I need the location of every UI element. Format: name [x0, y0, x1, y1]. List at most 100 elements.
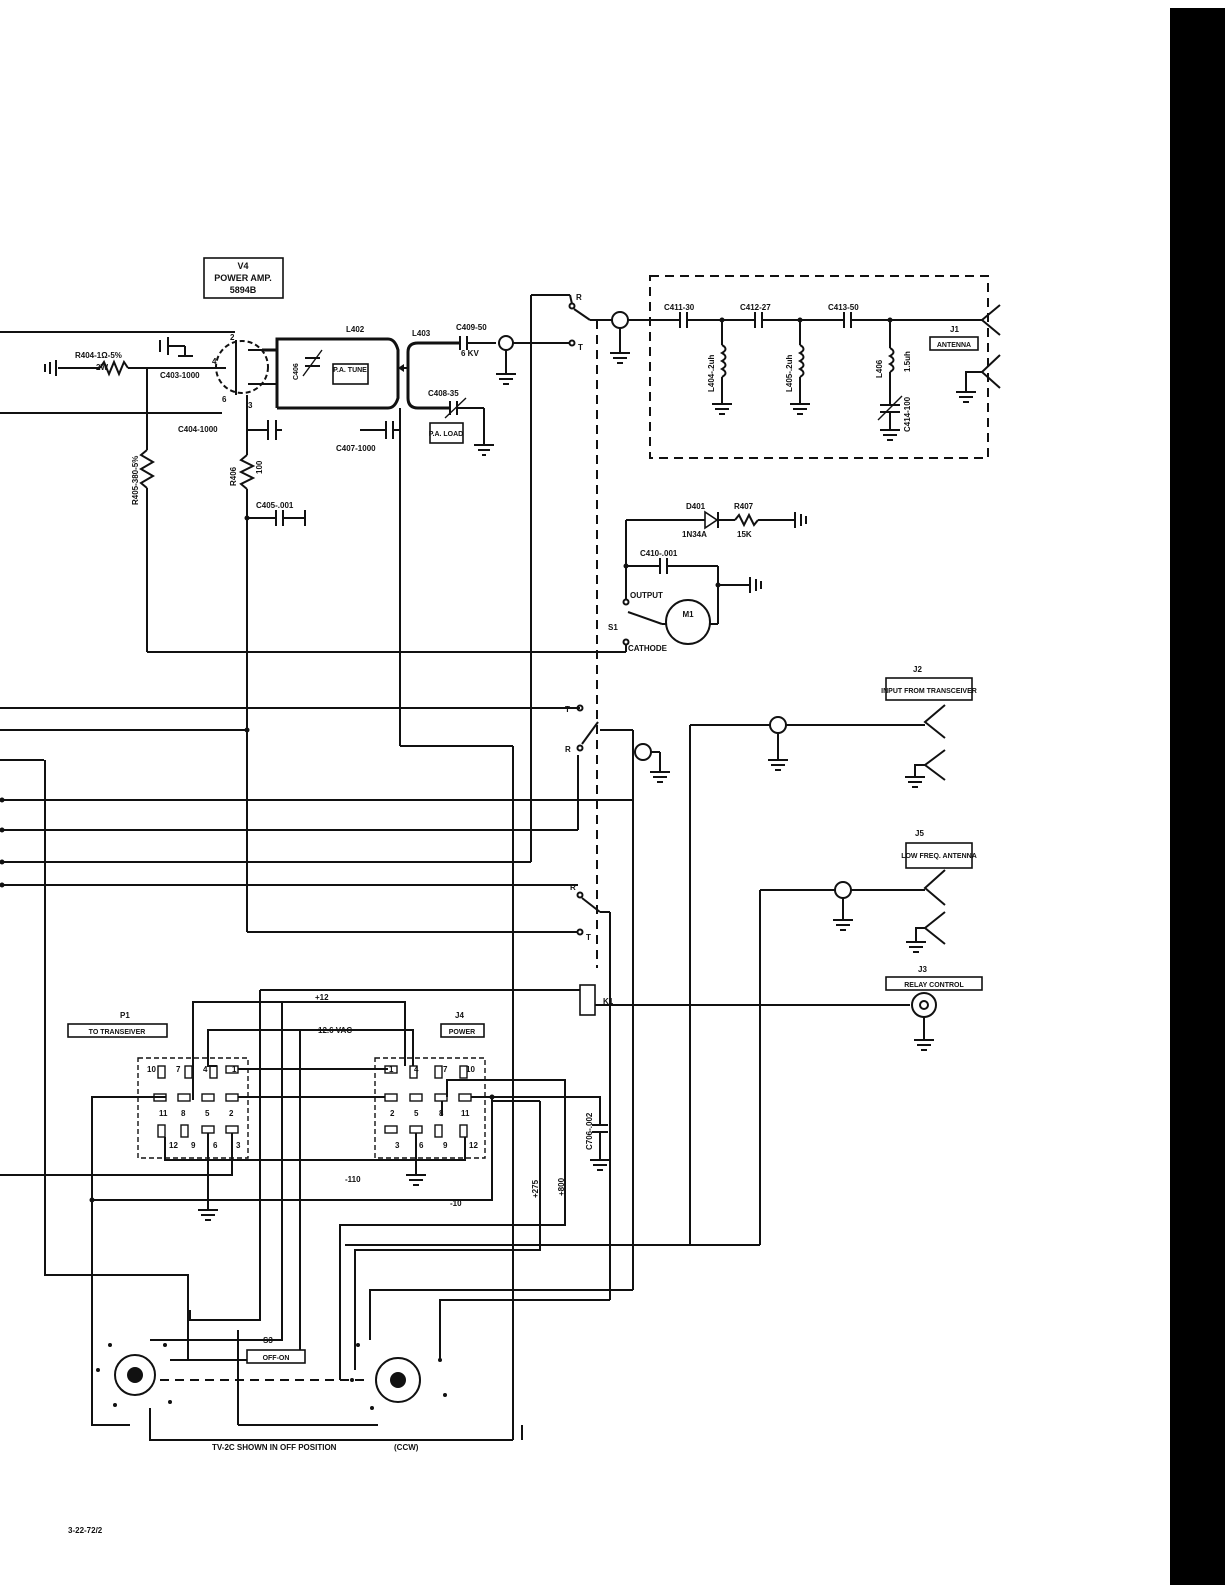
c412-label: C412-27	[740, 303, 771, 312]
r406-value: 100	[255, 460, 264, 474]
v4-tube-envelope	[215, 340, 269, 394]
p1-pin-3: 3	[236, 1141, 241, 1150]
j4-label: J4	[455, 1011, 464, 1020]
j4-pin-2: 2	[390, 1109, 395, 1118]
d401-type: 1N34A	[682, 530, 707, 539]
m1-meter	[665, 599, 711, 645]
c414-label: C414-100	[903, 396, 912, 432]
coax-c409	[498, 335, 514, 351]
c408-label: C408-35	[428, 389, 459, 398]
j4-pin-7: 7	[443, 1065, 448, 1074]
rail-minus10: -10	[450, 1199, 462, 1208]
c409-voltage: 6 KV	[461, 349, 479, 358]
r407-value: 15K	[737, 530, 752, 539]
v4-label-box	[203, 257, 284, 299]
p1-pin-11: 11	[159, 1109, 168, 1118]
p1-pin-7: 7	[176, 1065, 181, 1074]
coax-filter-input	[611, 311, 629, 329]
j1-label: J1	[950, 325, 959, 334]
p1-connector-block	[137, 1057, 249, 1159]
relay-t-3: T	[586, 933, 591, 942]
s3-box	[246, 1349, 306, 1364]
d401-label: D401	[686, 502, 706, 511]
v4-type: 5894B	[230, 285, 257, 295]
v4-pin-6: 6	[222, 395, 227, 404]
p1-pin-2: 2	[229, 1109, 234, 1118]
l404-coil	[719, 344, 727, 378]
j1-connector	[980, 304, 1001, 336]
coax-j2	[769, 716, 787, 734]
j4-connector-block	[374, 1057, 486, 1159]
j2-box-label: INPUT FROM TRANSCEIVER	[881, 688, 977, 695]
v4-power-amp-section: V4 POWER AMP. 5894B R404-1Ω-5% 2W 2 4 6 …	[0, 257, 570, 1440]
scan-edge-black-bar	[1170, 8, 1225, 1585]
power-connectors-section: P1 TO TRANSEIVER J4 POWER 10 7 4 1 11 8 …	[0, 760, 760, 1441]
r404-watt: 2W	[96, 363, 108, 372]
j5-connector	[923, 869, 946, 906]
v4-ref: V4	[237, 261, 248, 271]
output-label: OUTPUT	[630, 591, 663, 600]
s3-box-label: OFF-ON	[263, 1355, 290, 1362]
p1-label: P1	[120, 1011, 130, 1020]
c706-label: C706-.002	[585, 1112, 594, 1150]
pa-tune-box	[332, 363, 369, 385]
j3-connector	[911, 992, 937, 1018]
j4-pin-9: 9	[443, 1141, 448, 1150]
l406-value: 1.5uh	[903, 351, 912, 372]
v4-pin-3: 3	[248, 401, 253, 410]
j4-box-label: POWER	[449, 1029, 475, 1036]
c407-label: C407-1000	[336, 444, 376, 453]
j2-input-box	[885, 677, 973, 701]
j4-pin-10: 10	[466, 1065, 475, 1074]
p1-pin-8: 8	[181, 1109, 186, 1118]
j4-pin-5: 5	[414, 1109, 419, 1118]
v4-pin-2: 2	[230, 333, 235, 342]
k1-relay-coil	[579, 984, 596, 1016]
c405-label: C405-.001	[256, 501, 294, 510]
rf-amplifier-schematic: V4 POWER AMP. 5894B R404-1Ω-5% 2W 2 4 6 …	[0, 257, 1001, 1535]
j3-label: J3	[918, 965, 927, 974]
j5-box	[905, 842, 973, 869]
relay-t-2: T	[565, 705, 570, 714]
c413-label: C413-50	[828, 303, 859, 312]
pa-load-label: P.A. LOAD	[429, 431, 464, 438]
cathode-label: CATHODE	[628, 644, 668, 653]
v4-pin-4: 4	[212, 357, 217, 366]
p1-pin-4: 4	[203, 1065, 208, 1074]
pa-tune-label-1: P.A. TUNE	[333, 367, 367, 374]
l405-label: L405-.2uh	[785, 355, 794, 392]
switch-position-note: TV-2C SHOWN IN OFF POSITION	[212, 1443, 337, 1452]
r405-resistor	[139, 449, 155, 489]
r406-resistor	[238, 454, 256, 490]
k1-label: K1	[603, 997, 614, 1006]
relay-r-2: R	[565, 745, 571, 754]
r404-resistor	[99, 359, 129, 377]
switch-direction: (CCW)	[394, 1443, 419, 1452]
j2-connector	[923, 704, 946, 739]
coax-j5	[834, 881, 852, 899]
p1-box-label: TO TRANSEIVER	[89, 1029, 146, 1036]
s3-wafer-left	[114, 1354, 156, 1396]
p1-pin-12: 12	[169, 1141, 178, 1150]
l402-label: L402	[346, 325, 365, 334]
p1-box	[67, 1023, 168, 1038]
antenna-box	[929, 336, 979, 351]
rail-plus275: +275	[531, 1179, 540, 1198]
relay-r-1: R	[576, 293, 582, 302]
r407-resistor	[734, 512, 759, 528]
r406-label: R406	[229, 466, 238, 486]
l404-label: L404-.2uh	[707, 355, 716, 392]
j4-pin-12: 12	[469, 1141, 478, 1150]
p1-pin-1: 1	[232, 1065, 237, 1074]
c403-label: C403-1000	[160, 371, 200, 380]
j3-box-label: RELAY CONTROL	[904, 982, 964, 989]
c409-label: C409-50	[456, 323, 487, 332]
p1-pin-6: 6	[213, 1141, 218, 1150]
r404-label: R404-1Ω-5%	[75, 351, 122, 360]
s3-wafer-right	[375, 1357, 421, 1403]
c410-label: C410-.001	[640, 549, 678, 558]
rail-plus12: +12	[315, 993, 329, 1002]
j5-label: J5	[915, 829, 924, 838]
j2-label: J2	[913, 665, 922, 674]
l403-label: L403	[412, 329, 431, 338]
